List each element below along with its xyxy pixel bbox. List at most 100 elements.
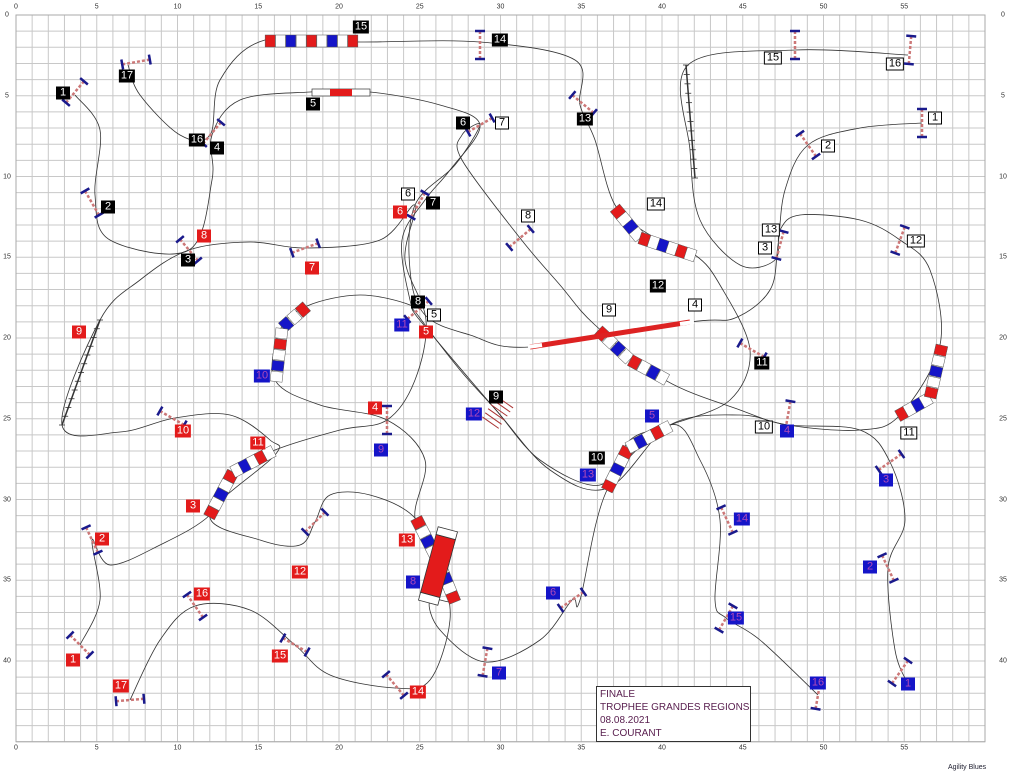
tunnel-segment — [617, 348, 635, 365]
jump-wing — [568, 90, 577, 100]
y-tick-right: 40 — [999, 657, 1007, 665]
blue-course-number: 15 — [727, 611, 745, 625]
tunnel-segment — [928, 364, 944, 379]
jump-wing — [736, 338, 744, 348]
jump-wing — [79, 77, 89, 86]
weave-pole — [482, 416, 500, 429]
tunnel-segment — [654, 369, 670, 386]
jump-wing — [477, 673, 488, 678]
x-tick-top: 55 — [900, 3, 909, 11]
tunnel-segment — [926, 375, 941, 389]
jump-wing — [714, 626, 724, 634]
jump — [288, 238, 322, 258]
course-path-blue — [271, 294, 909, 696]
jump-bar — [739, 341, 765, 359]
weave-pole — [484, 412, 502, 425]
jump — [114, 693, 146, 707]
jump — [795, 129, 821, 161]
black-course-number: 7 — [426, 196, 440, 210]
black-course-number: 12 — [649, 279, 667, 293]
blue-course-number: 2 — [863, 560, 877, 574]
jump-wing — [579, 587, 588, 597]
jump-wing — [488, 113, 496, 123]
jump-wing — [899, 223, 910, 230]
white-course-number: 10 — [754, 420, 774, 434]
black-course-number: 2 — [101, 200, 115, 214]
x-tick-bottom: 0 — [14, 744, 18, 752]
jump-wing — [890, 250, 901, 257]
red-course-number: 10 — [174, 424, 192, 438]
white-course-number: 4 — [688, 298, 702, 312]
tunnel-segment — [274, 327, 289, 340]
jump — [877, 552, 899, 584]
red-course-number: 14 — [409, 685, 427, 699]
black-course-number: 8 — [411, 295, 425, 309]
black-course-number: 5 — [306, 97, 320, 111]
x-tick-top: 35 — [577, 3, 586, 11]
jump — [61, 77, 89, 107]
blue-course-number: 1 — [901, 677, 915, 691]
jump-wing — [156, 406, 164, 416]
weave-poles — [482, 396, 514, 429]
white-course-number: 2 — [821, 139, 835, 153]
white-course-number: 12 — [906, 234, 926, 248]
x-tick-bottom: 25 — [415, 744, 424, 752]
x-tick-bottom: 50 — [819, 744, 828, 752]
dog-walk-contact — [679, 320, 695, 326]
tunnel-center — [593, 325, 670, 386]
jump-wing — [279, 633, 287, 643]
x-tick-top: 10 — [173, 3, 182, 11]
red-course-number: 11 — [250, 436, 266, 450]
tube-center — [330, 89, 352, 96]
blue-course-number: 16 — [809, 676, 827, 690]
jump-wing — [811, 152, 821, 161]
y-tick-right: 10 — [999, 173, 1007, 180]
jump-wing — [182, 590, 192, 599]
blue-course-number: 14 — [733, 512, 751, 526]
jump — [175, 235, 203, 265]
blue-course-number: 13 — [579, 468, 597, 482]
red-course-number: 17 — [112, 679, 130, 693]
x-tick-top: 5 — [94, 3, 99, 11]
jump-wing — [778, 228, 789, 234]
tunnel-segment — [295, 34, 307, 48]
black-course-number: 10 — [588, 451, 606, 465]
black-course-number: 16 — [188, 133, 206, 147]
y-tick-left: 25 — [3, 415, 11, 423]
red-course-number: 7 — [305, 261, 319, 275]
tunnel-segment — [931, 354, 946, 368]
y-tick-right: 25 — [999, 415, 1007, 423]
red-course-number: 3 — [186, 499, 200, 513]
jump — [300, 507, 330, 537]
tunnel-segment — [286, 308, 303, 326]
jump — [716, 504, 738, 536]
tunnel-segment — [337, 34, 348, 48]
y-tick-left: 40 — [3, 657, 11, 665]
y-tick-right: 0 — [1001, 11, 1005, 19]
jump — [406, 189, 430, 221]
jump — [714, 602, 738, 634]
blue-course-number: 12 — [465, 407, 483, 421]
tunnel-right — [894, 343, 949, 422]
title-line-competition: TROPHEE GRANDES REGIONS — [600, 702, 750, 713]
jump-bar — [202, 121, 222, 145]
tunnel-segment — [272, 349, 286, 361]
jump-wing — [728, 602, 738, 610]
jump-wing — [771, 256, 782, 262]
tunnel-segment — [294, 301, 311, 318]
red-course-number: 6 — [393, 205, 407, 219]
jump-wing — [887, 679, 897, 688]
y-tick-left: 20 — [3, 334, 11, 342]
weave-pole — [490, 404, 508, 417]
a-frame-contact-bottom — [418, 591, 441, 606]
jump-wing — [877, 552, 888, 559]
white-course-number: 7 — [495, 116, 509, 130]
tunnel-segment — [264, 34, 276, 48]
jump-wing — [399, 691, 409, 700]
tunnel-segment — [326, 34, 338, 48]
y-tick-left: 15 — [3, 253, 11, 261]
jump-wing — [320, 507, 330, 517]
x-tick-bottom: 15 — [254, 744, 263, 752]
tunnel-segment — [923, 386, 939, 400]
black-course-number: 15 — [352, 20, 370, 34]
